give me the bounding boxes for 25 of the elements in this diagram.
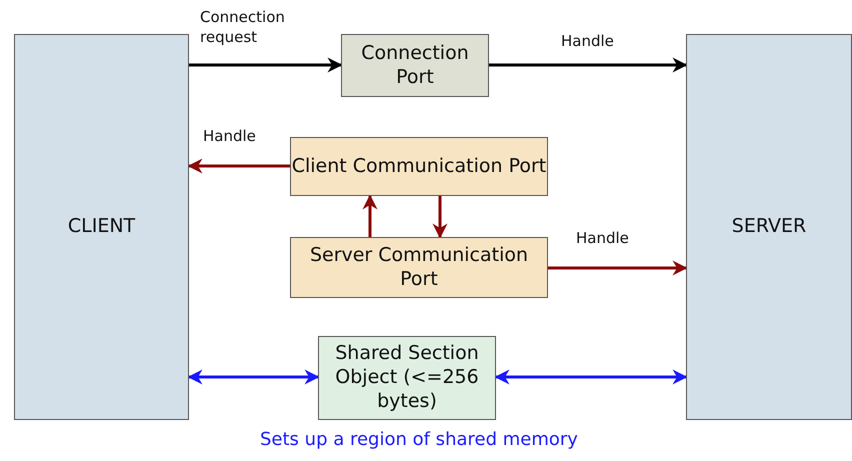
edge-label: Handle: [561, 32, 615, 52]
arrow: [362, 194, 378, 237]
server-box: [686, 34, 852, 420]
port-box: [341, 34, 489, 97]
edge-label: Handle: [576, 229, 630, 248]
edge-label: Connection request: [200, 8, 286, 47]
arrow: [188, 370, 320, 384]
note-text: Sets up a region of shared memory: [260, 428, 579, 452]
node-label: CLIENT: [68, 215, 136, 239]
client-box: [14, 34, 189, 420]
arrow: [432, 196, 448, 238]
arrow: [189, 58, 342, 72]
node-label: Connection Port: [360, 42, 470, 90]
arrow: [548, 260, 688, 276]
edge-label: Handle: [203, 127, 257, 146]
node-label: Client Communication Port: [292, 154, 546, 178]
port-box: [290, 237, 548, 298]
arrow: [494, 370, 688, 384]
object-box: [318, 336, 496, 420]
arrow: [188, 158, 290, 174]
port-box: [290, 137, 548, 196]
node-label: Server Communication Port: [308, 244, 530, 292]
node-label: SERVER: [732, 215, 806, 239]
node-label: Shared Section Object (<=256 bytes): [334, 342, 480, 414]
arrow: [489, 58, 688, 72]
